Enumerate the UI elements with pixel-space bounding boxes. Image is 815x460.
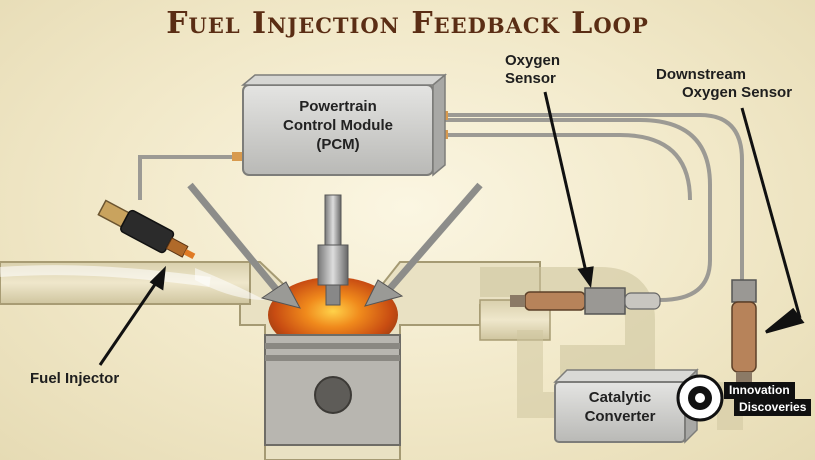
intake-valve xyxy=(187,182,301,309)
oxygen-sensor-label-line2: Sensor xyxy=(505,70,556,87)
piston xyxy=(264,334,401,446)
downstream-oxygen-sensor xyxy=(731,279,757,398)
catalytic-label-line2: Converter xyxy=(584,408,656,425)
diagram-title: Fuel Injection Feedback Loop xyxy=(166,6,649,41)
downstream-sensor-label-line2: Oxygen Sensor xyxy=(682,84,793,101)
exhaust-valve xyxy=(364,182,483,307)
downstream-sensor-label: Downstream Oxygen Sensor xyxy=(656,66,792,102)
oxygen-sensor-label: Oxygen Sensor xyxy=(505,52,560,88)
oxygen-sensor xyxy=(510,287,661,315)
oxygen-sensor-label-line1: Oxygen xyxy=(505,52,561,69)
pcm-label-line3: (PCM) xyxy=(316,136,360,153)
downstream-sensor-label-line1: Downstream xyxy=(656,66,747,83)
fuel-spray xyxy=(195,268,265,300)
watermark-line2: Discoveries xyxy=(734,399,812,416)
fuel-injector xyxy=(97,199,196,260)
catalytic-converter xyxy=(553,368,699,444)
catalytic-label-line1: Catalytic xyxy=(588,389,652,406)
catalytic-converter-label: Catalytic Converter xyxy=(555,388,685,426)
pcm-box xyxy=(240,73,448,177)
watermark-logo xyxy=(676,374,724,422)
pcm-label: Powertrain Control Module (PCM) xyxy=(243,97,433,154)
fuel-injector-label: Fuel Injector xyxy=(30,370,120,387)
leader-lines xyxy=(98,91,805,366)
pcm-label-line1: Powertrain xyxy=(299,98,377,115)
spark-plug xyxy=(317,194,349,306)
pcm-label-line2: Control Module xyxy=(283,117,393,134)
sensor-wires xyxy=(138,113,744,302)
watermark-line1: Innovation xyxy=(724,382,795,399)
